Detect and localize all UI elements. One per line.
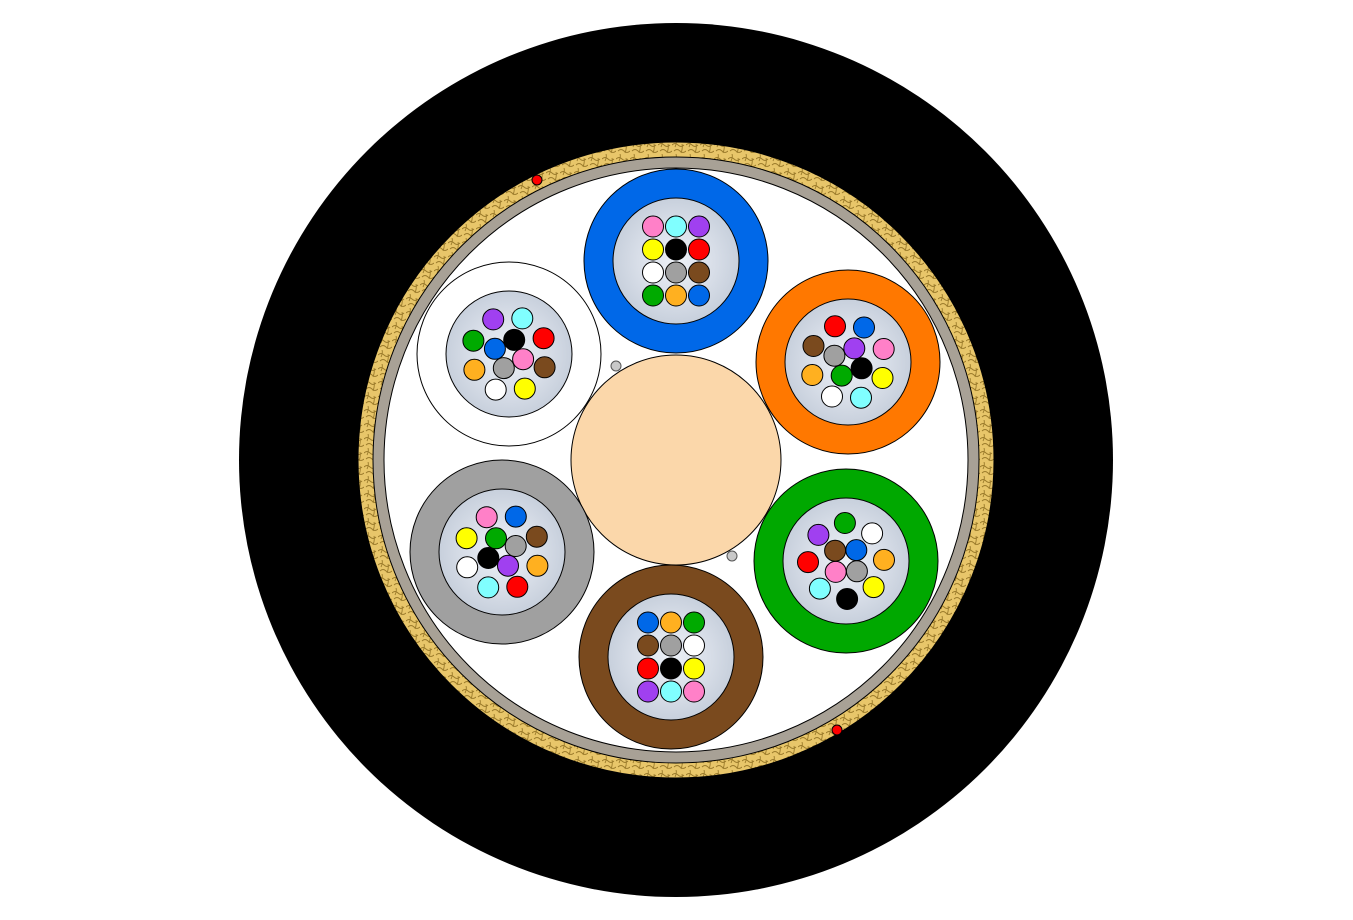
tube-gel: [438, 488, 566, 616]
fiber: [485, 527, 507, 550]
fiber: [688, 215, 710, 238]
fiber: [830, 364, 853, 387]
fiber: [503, 328, 526, 351]
tube-green: [753, 468, 939, 654]
fiber: [482, 308, 505, 331]
fiber: [683, 680, 705, 703]
fiber: [665, 238, 687, 261]
fiber: [456, 556, 479, 579]
loose-tubes: [409, 168, 941, 750]
fiber: [824, 315, 846, 338]
fiber: [871, 367, 894, 389]
fiber: [688, 238, 710, 261]
tube-orange: [755, 269, 941, 455]
central-strength-member: [570, 354, 782, 566]
fiber: [821, 385, 843, 408]
fiber: [862, 576, 885, 599]
fiber: [873, 548, 895, 571]
fiber: [683, 657, 705, 680]
fiber: [455, 527, 478, 550]
fiber: [504, 505, 527, 528]
fiber: [513, 377, 536, 400]
fiber: [833, 512, 856, 534]
fiber: [660, 680, 682, 703]
fiber: [801, 364, 824, 386]
filler-thread: [610, 360, 622, 372]
fiber: [511, 307, 534, 330]
fiber: [845, 539, 868, 562]
fiber: [665, 284, 687, 307]
cable-layers: [239, 23, 1113, 897]
fiber: [850, 386, 872, 409]
fiber: [512, 348, 535, 371]
fiber: [683, 634, 705, 657]
fiber: [660, 634, 682, 657]
fiber: [475, 506, 498, 529]
fiber: [807, 523, 830, 546]
fiber: [462, 329, 485, 352]
fiber: [683, 611, 705, 634]
fiber: [637, 657, 659, 680]
fiber: [463, 358, 486, 381]
fiber: [525, 525, 548, 548]
fiber: [492, 357, 515, 380]
fiber: [850, 357, 873, 380]
fiber: [843, 337, 866, 360]
tube-gel: [784, 298, 912, 426]
tube-brown: [578, 564, 764, 750]
fiber: [824, 539, 847, 562]
fiber: [660, 657, 682, 680]
fiber: [637, 611, 659, 634]
tube-grey: [409, 459, 595, 645]
fiber: [637, 680, 659, 703]
fiber: [477, 547, 500, 569]
fiber: [823, 344, 846, 367]
ripcord-bottom: [831, 724, 843, 736]
fiber: [642, 284, 664, 307]
fiber: [484, 378, 507, 401]
fiber: [483, 337, 506, 360]
fiber: [665, 215, 687, 238]
fiber: [637, 634, 659, 657]
fiber: [836, 588, 859, 610]
tube-gel: [445, 290, 573, 418]
fiber: [504, 535, 527, 557]
ripcord-top: [531, 174, 543, 186]
tube-white: [416, 261, 602, 447]
fiber: [853, 316, 875, 339]
fiber: [688, 284, 710, 307]
fiber: [797, 551, 819, 574]
fiber: [497, 554, 519, 577]
fiber: [506, 575, 529, 598]
fiber: [808, 577, 831, 600]
fiber: [845, 560, 868, 583]
fiber: [660, 611, 682, 634]
fiber: [861, 522, 884, 545]
fiber: [642, 215, 664, 238]
fiber: [802, 335, 825, 357]
fiber: [824, 560, 847, 583]
fiber: [642, 238, 664, 261]
filler-thread: [726, 550, 738, 562]
fiber: [477, 576, 500, 599]
fiber: [688, 261, 710, 284]
tube-blue: [583, 168, 769, 354]
fiber: [526, 554, 549, 577]
fiber: [665, 261, 687, 284]
fiber: [532, 327, 555, 350]
fiber: [642, 261, 664, 284]
fiber: [533, 356, 556, 379]
fiber: [872, 338, 895, 360]
